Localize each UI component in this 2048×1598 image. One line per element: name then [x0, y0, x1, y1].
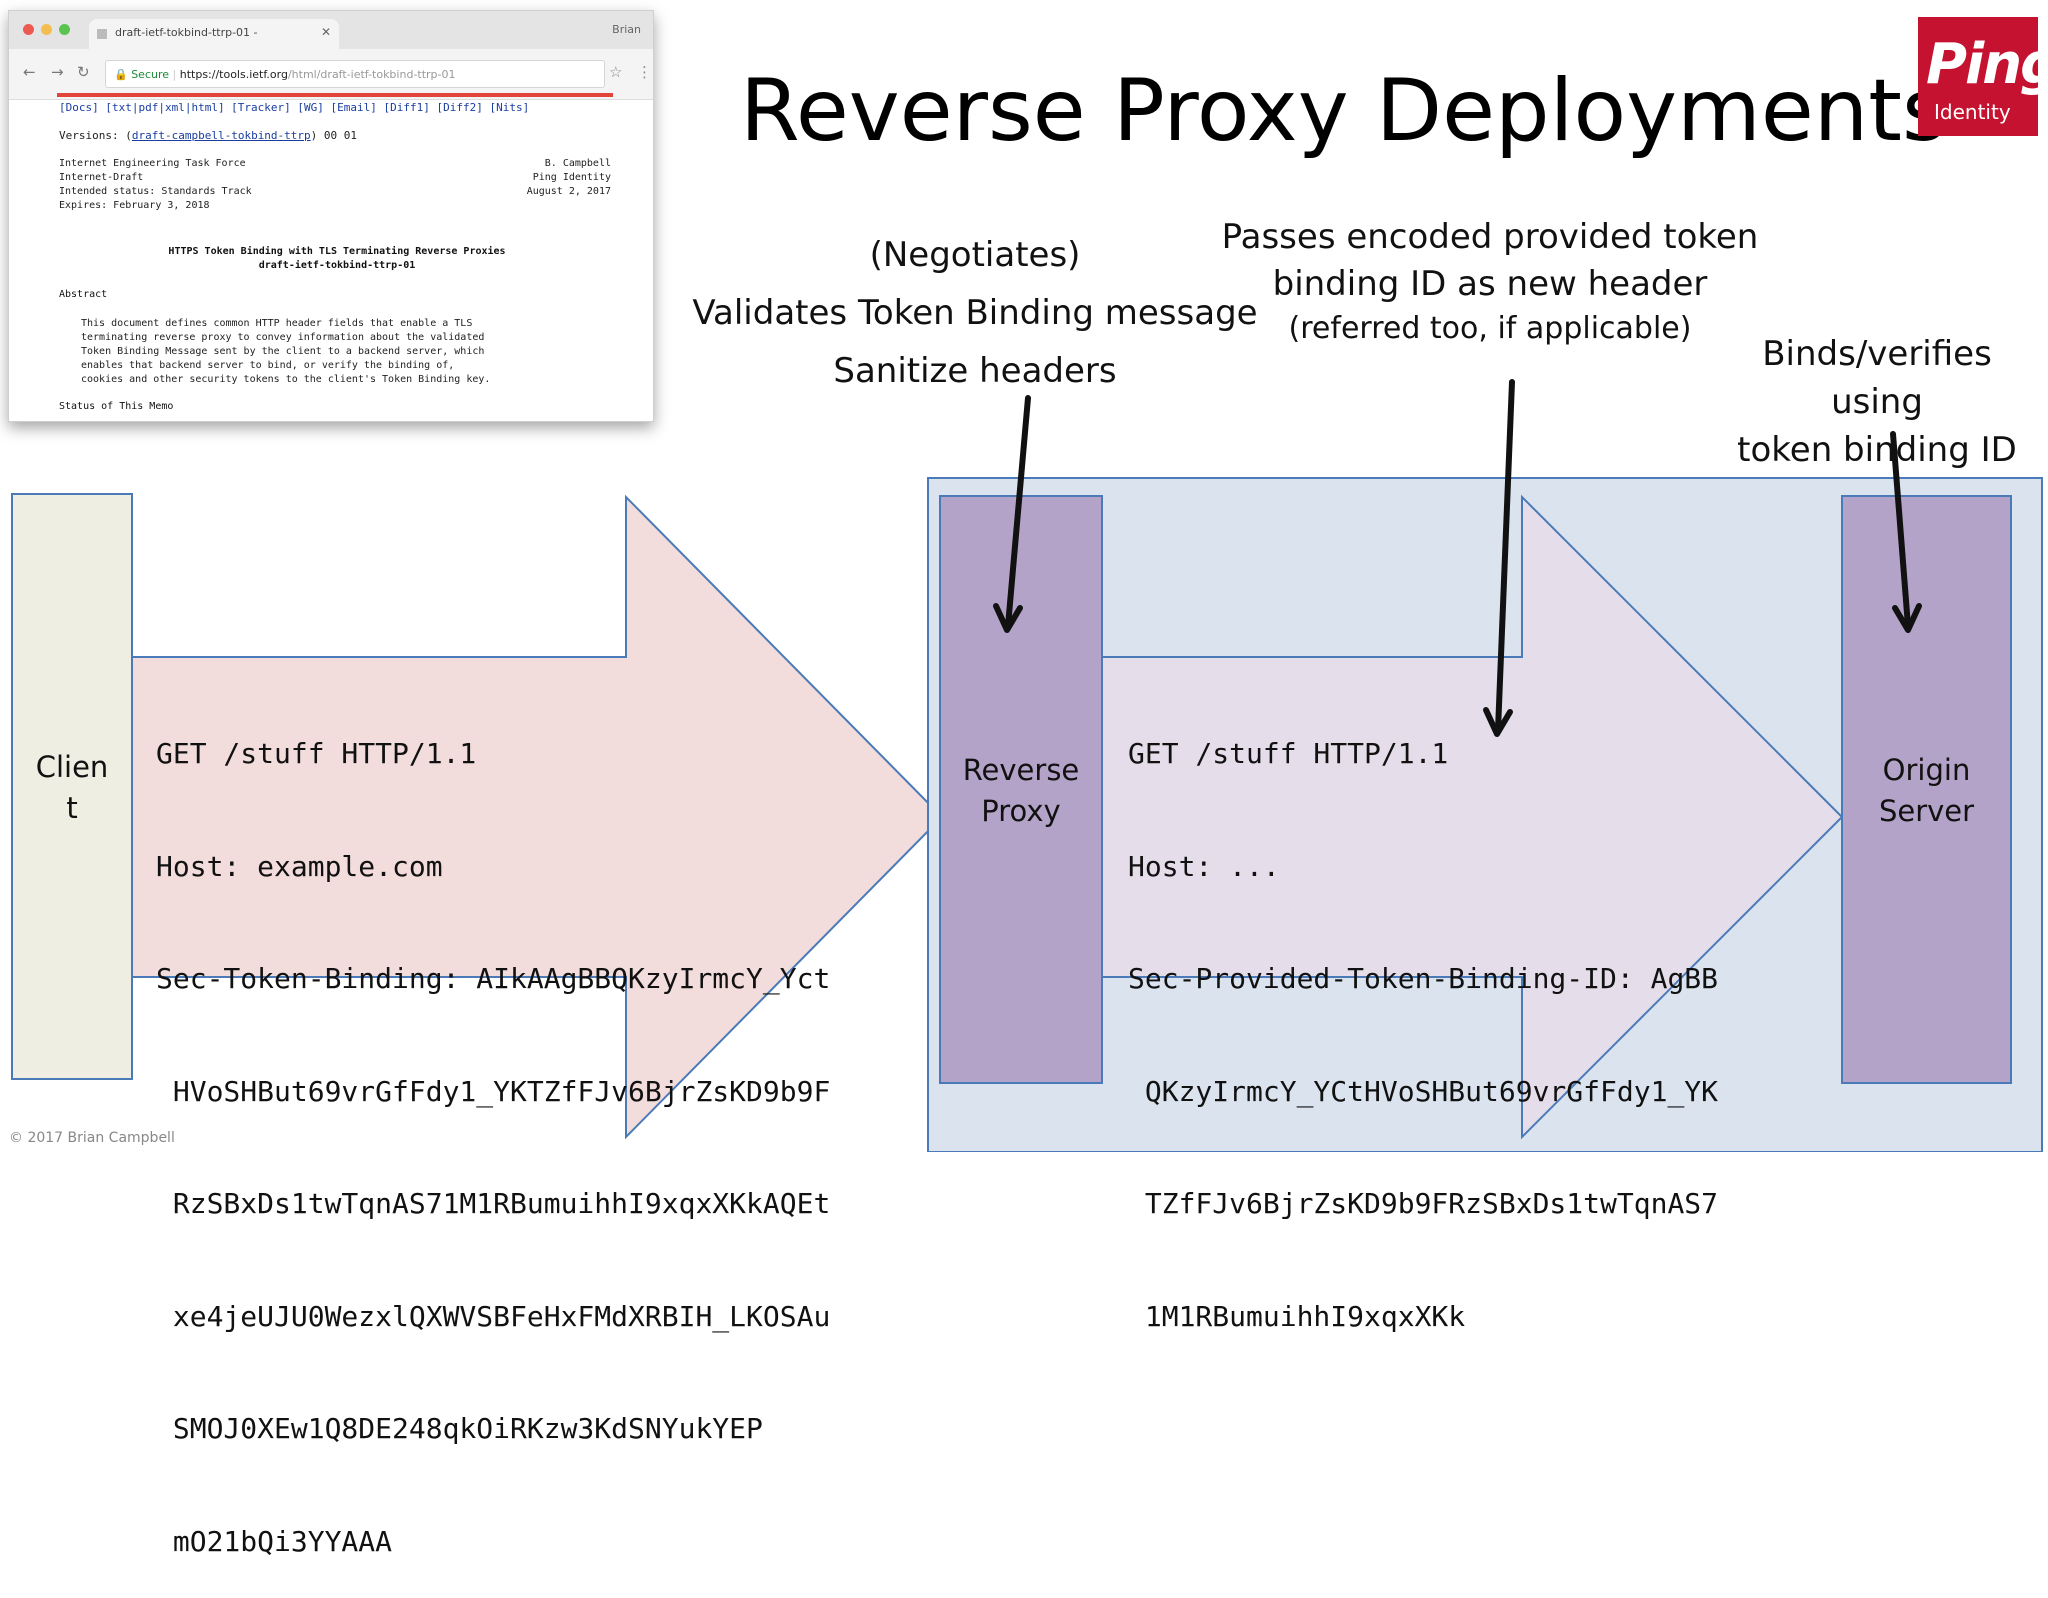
- tab-close-icon[interactable]: ✕: [321, 25, 332, 39]
- url-bar[interactable]: 🔒 Secure | https://tools.ietf.org/html/d…: [105, 60, 605, 88]
- client-label-line-2: t: [66, 791, 78, 825]
- doc-versions: Versions: (draft-campbell-tokbind-ttrp) …: [59, 129, 357, 142]
- client-label-line-1: Clien: [35, 750, 109, 784]
- logo-ping-text: Ping: [1926, 32, 2048, 97]
- doc-meta-left: Internet Engineering Task Force Internet…: [59, 158, 252, 211]
- ietf-header-bar: [57, 93, 613, 97]
- request-line: Host: ...: [1128, 849, 1280, 883]
- header-annotation-line-2: binding ID as new header: [1272, 264, 1708, 304]
- versions-link[interactable]: draft-campbell-tokbind-ttrp: [131, 129, 311, 142]
- request-line: Sec-Provided-Token-Binding-ID: AgBB: [1128, 962, 1719, 995]
- bookmark-star-icon[interactable]: ☆: [609, 63, 623, 81]
- tab-favicon-icon: [97, 29, 107, 39]
- versions-rest: ) 00 01: [310, 129, 358, 142]
- minimize-window-icon[interactable]: [41, 24, 52, 35]
- request-line: mO21bQi3YYAAA: [156, 1524, 393, 1558]
- arrow-to-proxy: [993, 395, 1031, 633]
- rfc-browser-screenshot: draft-ietf-tokbind-ttrp-01 - ✕ Brian ← →…: [8, 10, 654, 422]
- origin-annotation-line-2: token binding ID: [1737, 430, 2017, 470]
- origin-server-label-line-2: Server: [1878, 794, 1975, 828]
- forwarded-request: GET /stuff HTTP/1.1 Host: ... Sec-Provid…: [1128, 660, 1718, 1373]
- request-line: TZfFJv6BjrZsKD9b9FRzSBxDs1twTqnAS7: [1128, 1187, 1719, 1220]
- close-window-icon[interactable]: [23, 24, 34, 35]
- request-line: HVoSHBut69vrGfFdy1_YKTZfFJv6BjrZsKD9b9F: [156, 1074, 831, 1108]
- origin-server-box: [1841, 495, 2012, 1084]
- client-box: [11, 493, 133, 1080]
- lock-icon: 🔒: [114, 68, 132, 81]
- header-annotation-line-1: Passes encoded provided token: [1221, 217, 1759, 257]
- proxy-to-origin-arrow: [1099, 494, 1844, 1140]
- logo-identity-text: Identity: [1934, 100, 2011, 124]
- reverse-proxy-label: Reverse Proxy: [940, 750, 1102, 832]
- reverse-proxy-label-line-2: Proxy: [981, 794, 1061, 828]
- request-line: GET /stuff HTTP/1.1: [156, 737, 477, 770]
- maximize-window-icon[interactable]: [59, 24, 70, 35]
- url-host: https://tools.ietf.org: [179, 68, 288, 81]
- url-path: /html/draft-ietf-tokbind-ttrp-01: [287, 68, 456, 81]
- reload-icon[interactable]: ↻: [77, 63, 90, 81]
- arrow-to-origin: [1890, 431, 1922, 633]
- request-line: RzSBxDs1twTqnAS71M1RBumuihhI9xqxXKkAQEt: [156, 1187, 831, 1220]
- forward-icon[interactable]: →: [51, 63, 64, 81]
- header-annotation-note: (referred too, if applicable): [1288, 311, 1692, 346]
- doc-abstract-heading: Abstract: [59, 289, 108, 300]
- origin-server-label-line-1: Origin: [1882, 753, 1971, 787]
- doc-meta-right: B. Campbell Ping Identity August 2, 2017: [526, 158, 611, 197]
- diagram-canvas: [11, 379, 2043, 1152]
- profile-name[interactable]: Brian: [612, 23, 641, 36]
- client-label: Clien t: [12, 747, 132, 829]
- browser-tab[interactable]: draft-ietf-tokbind-ttrp-01 -: [89, 19, 339, 49]
- proxy-annotation-line: (Negotiates): [869, 235, 1081, 275]
- request-line: GET /stuff HTTP/1.1: [1128, 737, 1449, 770]
- doc-status-heading: Status of This Memo: [59, 401, 174, 412]
- doc-links[interactable]: [Docs] [txt|pdf|xml|html] [Tracker] [WG]…: [59, 101, 530, 114]
- proxy-annotation-line: Validates Token Binding message: [692, 293, 1258, 333]
- doc-title: HTTPS Token Binding with TLS Terminating…: [168, 246, 506, 271]
- reverse-proxy-label-line-1: Reverse: [962, 753, 1080, 787]
- arrow-to-header: [1483, 379, 1515, 737]
- ping-identity-logo: Ping Identity: [1918, 17, 2048, 136]
- request-line: xe4jeUJU0WezxlQXWVSBFeHxFMdXRBIH_LKOSAu: [156, 1299, 831, 1333]
- incoming-request: GET /stuff HTTP/1.1 Host: example.com Se…: [156, 660, 830, 1598]
- copyright-footer: © 2017 Brian Campbell: [9, 1130, 175, 1146]
- slide-title: Reverse Proxy Deployments: [740, 61, 1947, 161]
- request-line: 1M1RBumuihhI9xqxXKk: [1128, 1299, 1466, 1333]
- versions-label: Versions: (: [59, 129, 132, 142]
- proxy-annotation-line: Sanitize headers: [833, 351, 1117, 391]
- request-line: QKzyIrmcY_YCtHVoSHBut69vrGfFdy1_YK: [1128, 1074, 1719, 1108]
- browser-menu-icon[interactable]: ⋮: [637, 63, 652, 81]
- secure-label: Secure: [131, 68, 170, 81]
- request-line: Host: example.com: [156, 849, 443, 883]
- tab-title: draft-ietf-tokbind-ttrp-01 -: [115, 26, 258, 39]
- doc-abstract: This document defines common HTTP header…: [81, 318, 491, 385]
- request-line: Sec-Token-Binding: AIkAAgBBQKzyIrmcY_Yct: [156, 962, 831, 995]
- origin-server-label: Origin Server: [1842, 750, 2011, 832]
- request-line: SMOJ0XEw1Q8DE248qkOiRKzw3KdSNYukYEP: [156, 1412, 763, 1445]
- back-icon[interactable]: ←: [23, 63, 36, 81]
- origin-annotation: Binds/verifies using token binding ID: [1712, 330, 2042, 474]
- client-to-proxy-arrow: [131, 494, 944, 1140]
- proxy-annotation: (Negotiates) Validates Token Binding mes…: [690, 226, 1260, 400]
- origin-annotation-line-1: Binds/verifies using: [1762, 334, 1992, 422]
- header-annotation: Passes encoded provided token binding ID…: [1220, 214, 1760, 350]
